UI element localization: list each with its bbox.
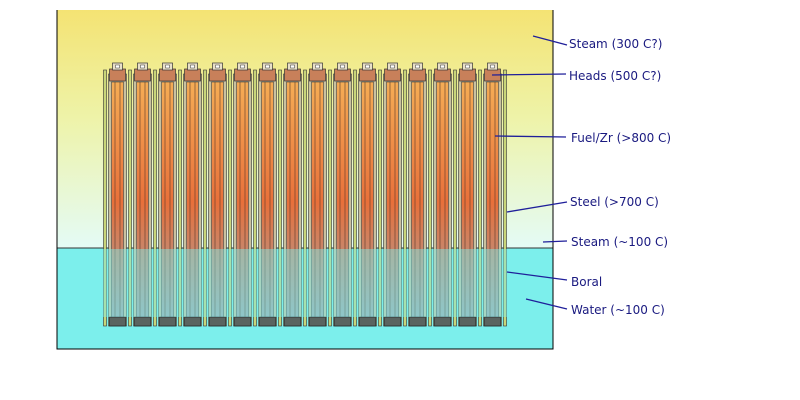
assembly-head xyxy=(384,68,401,82)
handle-slot xyxy=(140,64,145,69)
leader-steel xyxy=(506,201,568,213)
label-water: Water (~100 C) xyxy=(571,303,665,317)
leader-boral xyxy=(506,271,568,281)
handle-slot xyxy=(115,64,120,69)
assembly-head xyxy=(309,68,326,82)
boral-rod xyxy=(228,69,232,327)
assembly-head xyxy=(334,68,351,82)
assembly-head xyxy=(209,68,226,82)
assembly-foot xyxy=(459,316,476,327)
handle-slot xyxy=(315,64,320,69)
assembly-foot xyxy=(359,316,376,327)
boral-rod xyxy=(403,69,407,327)
assembly-foot xyxy=(209,316,226,327)
fuel-rack xyxy=(102,62,508,327)
assembly-foot xyxy=(309,316,326,327)
assembly-foot xyxy=(284,316,301,327)
handle-slot xyxy=(465,64,470,69)
assembly-foot xyxy=(434,316,451,327)
handle-slot xyxy=(165,64,170,69)
assembly-head xyxy=(459,68,476,82)
boral-rod xyxy=(378,69,382,327)
assembly-head xyxy=(359,68,376,82)
handle-slot xyxy=(365,64,370,69)
handle-slot xyxy=(340,64,345,69)
handle-slot xyxy=(290,64,295,69)
assembly-foot xyxy=(334,316,351,327)
assembly-head xyxy=(234,68,251,82)
boral-rod xyxy=(428,69,432,327)
assembly-head xyxy=(134,68,151,82)
boral-rod xyxy=(178,69,182,327)
boral-rod xyxy=(128,69,132,327)
assembly-head xyxy=(259,68,276,82)
label-steam-low: Steam (~100 C) xyxy=(571,235,668,249)
boral-rod xyxy=(103,69,107,327)
assembly-foot xyxy=(109,316,126,327)
leader-lines xyxy=(491,35,568,310)
handle-slot xyxy=(440,64,445,69)
leader-heads xyxy=(491,73,567,76)
handle-slot xyxy=(190,64,195,69)
handle-slot xyxy=(490,64,495,69)
assembly-foot xyxy=(134,316,151,327)
leader-steam-low xyxy=(542,240,568,243)
assembly-head xyxy=(184,68,201,82)
assembly-head xyxy=(159,68,176,82)
leader-fuel xyxy=(494,135,567,138)
assembly-foot xyxy=(259,316,276,327)
assembly-head xyxy=(409,68,426,82)
handle-slot xyxy=(390,64,395,69)
labels: Steam (300 C?) Heads (500 C?) Fuel/Zr (>… xyxy=(569,37,671,317)
assembly-head xyxy=(284,68,301,82)
assembly-foot xyxy=(159,316,176,327)
handle-slot xyxy=(215,64,220,69)
handle-slot xyxy=(265,64,270,69)
boral-rod xyxy=(478,69,482,327)
assembly-foot xyxy=(409,316,426,327)
pool-walls xyxy=(56,10,554,350)
boral-rod xyxy=(303,69,307,327)
leader-water xyxy=(525,298,568,310)
assembly-head xyxy=(109,68,126,82)
assembly-foot xyxy=(234,316,251,327)
assembly-foot xyxy=(184,316,201,327)
boral-rod xyxy=(503,69,507,327)
boral-rod xyxy=(328,69,332,327)
label-fuel: Fuel/Zr (>800 C) xyxy=(571,131,671,145)
water-tint xyxy=(102,249,508,317)
boral-rod xyxy=(278,69,282,327)
boral-rod xyxy=(453,69,457,327)
boral-rod xyxy=(153,69,157,327)
boral-rod xyxy=(203,69,207,327)
assembly-foot xyxy=(484,316,501,327)
label-steam-top: Steam (300 C?) xyxy=(569,37,662,51)
label-boral: Boral xyxy=(571,275,602,289)
label-steel: Steel (>700 C) xyxy=(570,195,659,209)
boral-rod xyxy=(253,69,257,327)
boral-rod xyxy=(353,69,357,327)
assembly-foot xyxy=(384,316,401,327)
assembly-head xyxy=(434,68,451,82)
leader-steam-top xyxy=(532,35,568,46)
handle-slot xyxy=(415,64,420,69)
label-heads: Heads (500 C?) xyxy=(569,69,661,83)
handle-slot xyxy=(240,64,245,69)
